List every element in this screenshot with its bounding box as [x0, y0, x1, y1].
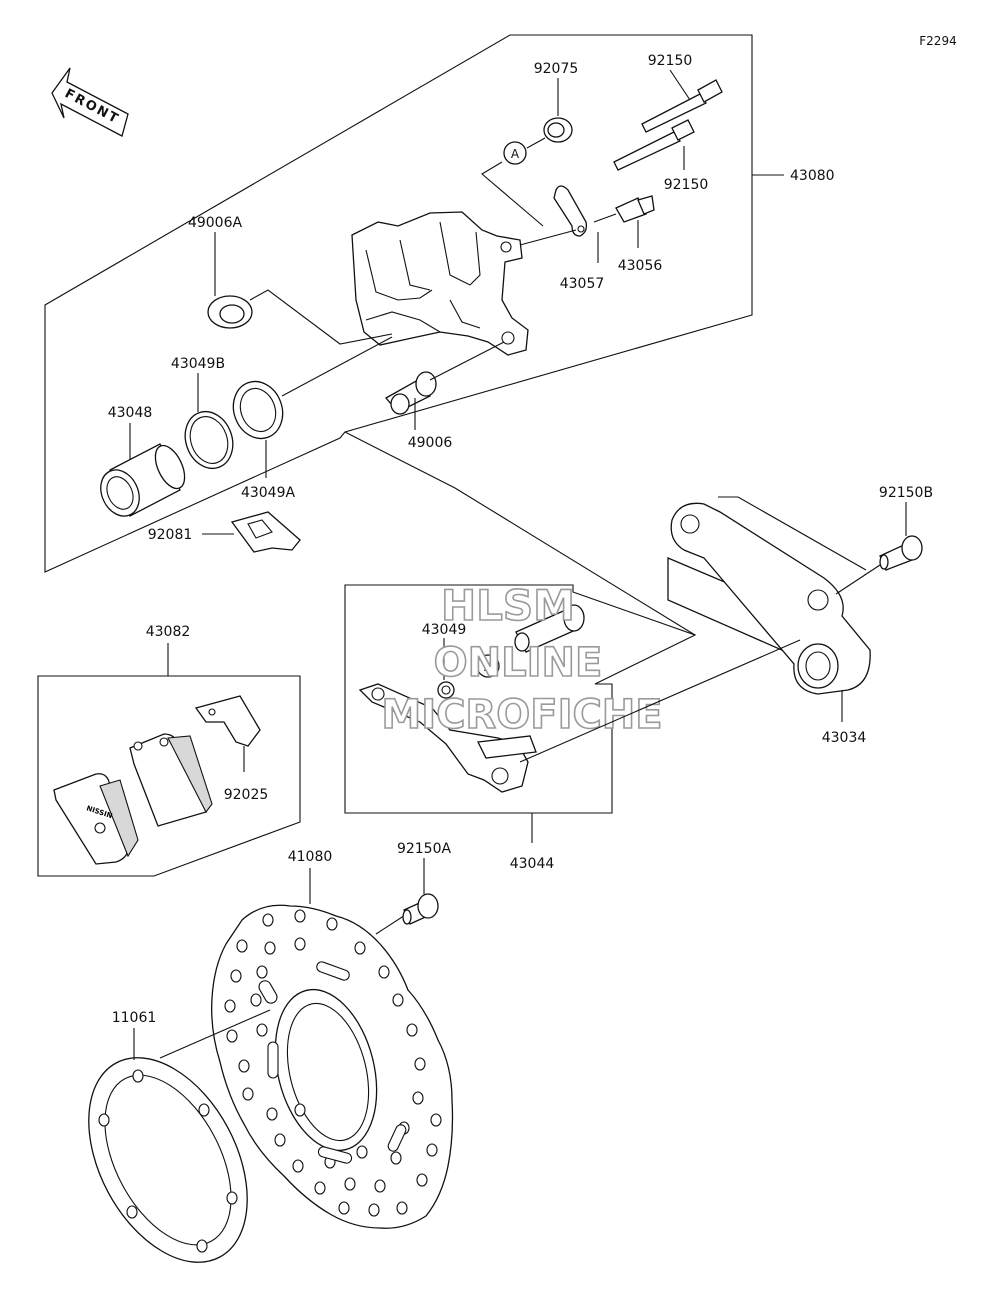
- pad-spring-92025: [194, 695, 261, 772]
- label-49006a: 49006A: [188, 215, 243, 231]
- seal-43049: [437, 638, 455, 699]
- caliper-pin-92150-top: [641, 69, 723, 133]
- label-92150-bottom: 92150: [664, 177, 709, 193]
- piston-43048: [100, 423, 186, 517]
- label-41080: 41080: [288, 849, 333, 865]
- label-43049: 43049: [422, 622, 467, 638]
- bleeder-valve-43056: [593, 195, 655, 248]
- svg-text:MICROFICHE: MICROFICHE: [381, 692, 662, 738]
- label-11061: 11061: [112, 1010, 157, 1026]
- label-92081: 92081: [148, 527, 193, 543]
- label-92025: 92025: [224, 787, 269, 803]
- caliper-assembly-frame: [44, 34, 753, 573]
- label-43049b: 43049B: [171, 356, 225, 372]
- brake-pads: NISSIN: [53, 733, 213, 865]
- caliper-bolt-49006: [384, 341, 505, 430]
- label-43049a: 43049A: [241, 485, 296, 501]
- svg-text:A: A: [511, 147, 520, 161]
- watermark: HLSM ONLINE MICROFICHE: [381, 580, 664, 739]
- svg-text:A: A: [484, 660, 493, 674]
- bolt-92150b: [879, 502, 923, 571]
- bleeder-cap-43057: [519, 185, 599, 263]
- svg-text:ONLINE: ONLINE: [434, 640, 603, 686]
- caliper-pin-92150-bottom: [613, 119, 695, 171]
- svg-text:HLSM: HLSM: [441, 581, 575, 630]
- label-92075: 92075: [534, 61, 579, 77]
- pad-set-frame: [37, 675, 301, 877]
- dust-seal-43049a: [232, 336, 393, 478]
- label-43048: 43048: [108, 405, 153, 421]
- bracket-frame: [344, 584, 697, 814]
- gasket-11061: [88, 1009, 271, 1263]
- disc-bolt-92150a: [402, 858, 439, 925]
- caliper-body: [351, 211, 529, 356]
- label-49006: 49006: [408, 435, 453, 451]
- label-92150b: 92150B: [879, 485, 933, 501]
- label-43080: 43080: [790, 168, 835, 184]
- ref-marker-a-top: A: [481, 137, 546, 227]
- brake-disc-41080: [211, 868, 454, 1229]
- label-92150a: 92150A: [397, 841, 452, 857]
- disc-holes: [224, 909, 442, 1217]
- caliper-bracket: [358, 604, 585, 793]
- label-43056: 43056: [618, 258, 663, 274]
- figure-code: F2294: [919, 34, 956, 48]
- label-43034: 43034: [822, 730, 867, 746]
- caliper-boot-92075: [543, 78, 573, 143]
- label-43057: 43057: [560, 276, 605, 292]
- label-43082: 43082: [146, 624, 191, 640]
- label-43044: 43044: [510, 856, 555, 872]
- torque-link-43034: [519, 496, 881, 763]
- seal-49006a: [207, 232, 393, 345]
- piston-seal-43049b: [184, 373, 234, 470]
- label-92150-top: 92150: [648, 53, 693, 69]
- front-arrow-icon: FRONT: [51, 67, 129, 137]
- pad-spring-92081: [202, 511, 301, 553]
- ref-marker-a-bottom: A: [476, 654, 500, 678]
